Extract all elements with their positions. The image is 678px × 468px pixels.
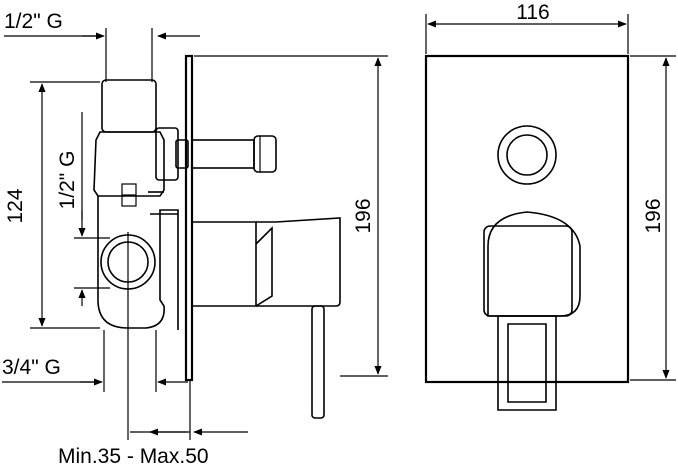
side-outlet-label: 1/2" G bbox=[56, 151, 79, 210]
dim-196-side-value: 196 bbox=[352, 198, 375, 233]
outlet-port bbox=[100, 232, 156, 440]
valve-body bbox=[93, 79, 189, 330]
dim-196-front-value: 196 bbox=[642, 198, 665, 233]
lever-handle-side bbox=[191, 217, 341, 419]
top-inlet-label: 1/2" G bbox=[4, 10, 63, 33]
dim-124-value: 124 bbox=[4, 188, 27, 223]
side-cover-plate bbox=[184, 54, 194, 382]
diverter-knob-front bbox=[497, 125, 557, 185]
diverter-knob-side bbox=[191, 135, 277, 173]
side-view: 1/2" G 124 bbox=[2, 10, 388, 468]
front-cover-plate bbox=[424, 54, 630, 384]
install-depth-label: Min.35 - Max.50 bbox=[58, 445, 209, 468]
dim-116-value: 116 bbox=[516, 1, 549, 24]
lever-handle-front bbox=[483, 211, 581, 411]
front-view: 116 196 bbox=[424, 1, 676, 411]
bottom-inlet-label: 3/4" G bbox=[2, 356, 61, 379]
